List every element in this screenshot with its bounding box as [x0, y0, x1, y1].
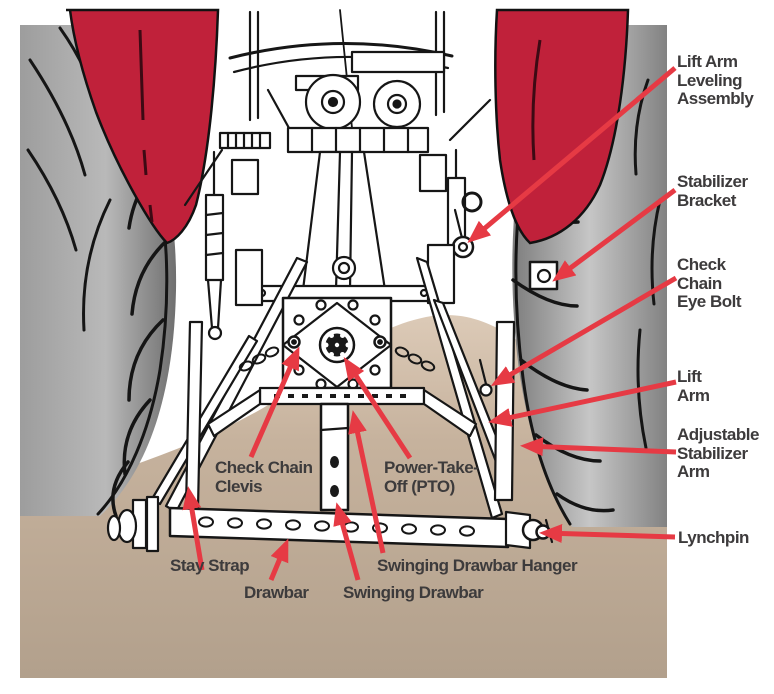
label-swinging-drawbar-hanger: Swinging Drawbar Hanger — [377, 556, 578, 575]
arrow-check-chain-eye-bolt — [490, 275, 678, 387]
arrow-check-chain-clevis — [248, 346, 300, 459]
label-stay-strap: Stay Strap — [170, 556, 250, 575]
arrow-swinging-drawbar — [333, 502, 361, 581]
label-drawbar: Drawbar — [244, 583, 309, 602]
arrow-drawbar — [268, 538, 289, 581]
label-check-chain-clevis: Check Chain Clevis — [215, 458, 313, 496]
left-fender — [66, 8, 220, 245]
machine-line-art — [106, 9, 559, 553]
right-fender — [494, 8, 630, 245]
label-lift-arm-leveling-assembly: Lift Arm Leveling Assembly — [677, 52, 754, 108]
callout-arrows — [182, 66, 678, 581]
label-adjustable-stabilizer-arm: Adjustable Stabilizer Arm — [677, 425, 759, 481]
label-swinging-drawbar: Swinging Drawbar — [343, 583, 484, 602]
label-lynchpin: Lynchpin — [678, 528, 749, 547]
arrow-swinging-drawbar-hanger — [348, 410, 386, 554]
arrow-power-take-off — [343, 356, 413, 460]
arrow-stay-strap — [182, 486, 205, 571]
arrow-lynchpin — [539, 524, 676, 544]
arrow-lift-arm — [488, 379, 677, 427]
arrow-lift-arm-leveling-assembly — [467, 66, 677, 243]
label-power-take-off: Power-Take- Off (PTO) — [384, 458, 479, 496]
label-check-chain-eye-bolt: Check Chain Eye Bolt — [677, 255, 742, 311]
label-lift-arm: Lift Arm — [677, 367, 710, 405]
arrow-stabilizer-bracket — [552, 187, 677, 282]
label-stabilizer-bracket: Stabilizer Bracket — [677, 172, 748, 210]
arrow-adjustable-stabilizer-arm — [520, 437, 677, 457]
